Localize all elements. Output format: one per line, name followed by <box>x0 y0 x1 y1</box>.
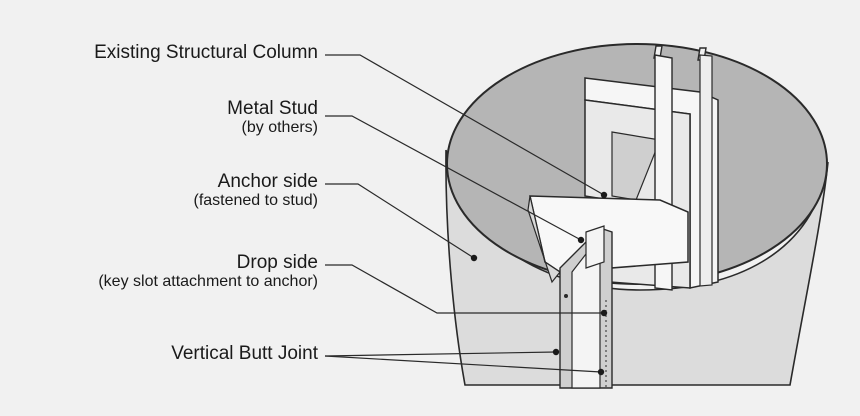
leader-anchor <box>325 183 475 259</box>
label-sub: (by others) <box>241 119 318 137</box>
leader-drop <box>325 264 604 314</box>
leader-column <box>325 54 605 196</box>
label-main: Anchor side <box>217 171 318 192</box>
label-sub: (fastened to stud) <box>193 192 318 210</box>
label-metal-stud: Metal Stud (by others) <box>227 98 318 137</box>
label-anchor-side: Anchor side (fastened to stud) <box>193 171 318 210</box>
leader-joint-a <box>324 351 557 357</box>
label-main: Drop side <box>236 252 318 273</box>
drop-side-joint <box>559 225 613 389</box>
label-vertical-butt-joint: Vertical Butt Joint <box>171 343 318 364</box>
label-main: Existing Structural Column <box>94 42 318 63</box>
leader-lines <box>324 54 605 373</box>
label-main: Metal Stud <box>227 98 318 119</box>
label-main: Vertical Butt Joint <box>171 343 318 364</box>
leader-stud <box>325 115 582 241</box>
label-sub: (key slot attachment to anchor) <box>98 273 318 291</box>
leader-joint-b <box>324 355 602 373</box>
label-drop-side: Drop side (key slot attachment to anchor… <box>98 252 318 291</box>
leader-points <box>470 191 608 376</box>
label-existing-structural-column: Existing Structural Column <box>94 42 318 63</box>
